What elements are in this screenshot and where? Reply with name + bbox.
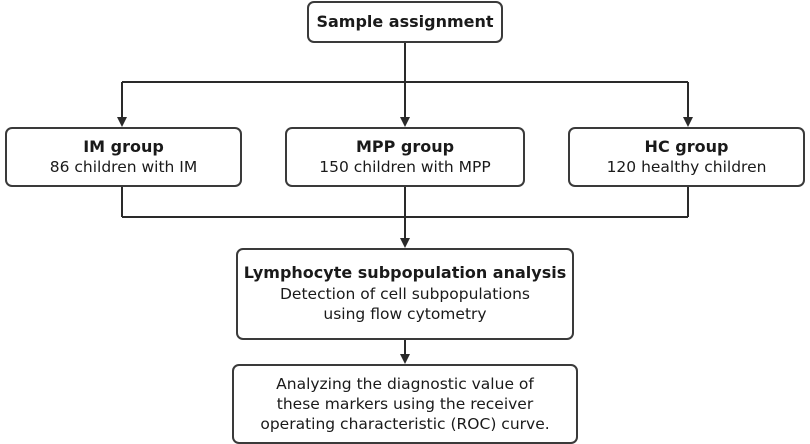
mpp-group-title: MPP group bbox=[355, 136, 455, 156]
roc-line-3: operating characteristic (ROC) curve. bbox=[260, 415, 550, 434]
roc-line-1: Analyzing the diagnostic value of bbox=[276, 374, 534, 393]
roc-line-2: these markers using the receiver bbox=[276, 394, 534, 413]
hc-group-box: HC group 120 healthy children bbox=[568, 127, 805, 187]
sample-assignment-title: Sample assignment bbox=[316, 11, 494, 31]
roc-analysis-box: Analyzing the diagnostic value of these … bbox=[232, 364, 578, 444]
sample-assignment-box: Sample assignment bbox=[307, 1, 503, 43]
lymphocyte-analysis-title: Lymphocyte subpopulation analysis bbox=[243, 263, 567, 283]
mpp-group-detail: 150 children with MPP bbox=[319, 158, 491, 177]
hc-group-title: HC group bbox=[644, 136, 729, 156]
im-group-box: IM group 86 children with IM bbox=[5, 127, 242, 187]
analysis-line-1: Detection of cell subpopulations bbox=[280, 285, 530, 304]
mpp-group-box: MPP group 150 children with MPP bbox=[285, 127, 525, 187]
lymphocyte-analysis-box: Lymphocyte subpopulation analysis Detect… bbox=[236, 248, 574, 340]
im-group-title: IM group bbox=[83, 136, 164, 156]
hc-group-detail: 120 healthy children bbox=[606, 158, 767, 177]
im-group-detail: 86 children with IM bbox=[49, 158, 198, 177]
analysis-line-2: using flow cytometry bbox=[323, 305, 487, 324]
